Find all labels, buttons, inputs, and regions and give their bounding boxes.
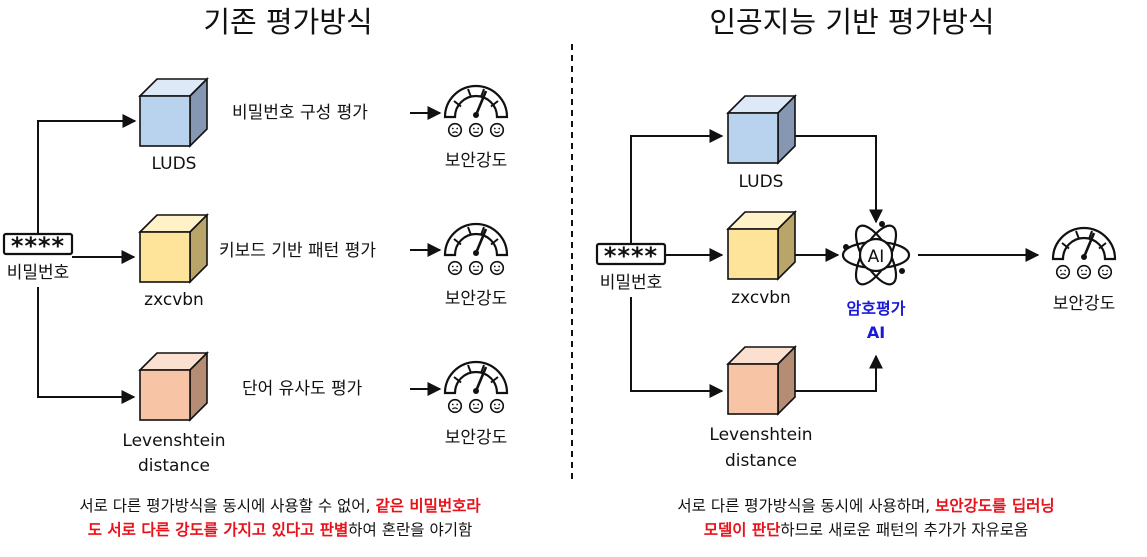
right-caption-line2-plain: 하므로 새로운 패턴의 추가가 자유로움 [780,521,1029,539]
right-caption-line1-highlight: 보안강도를 딥러닝 [935,497,1055,515]
right-method-levenshtein-label-2: distance [725,451,797,471]
left-method-levenshtein-label-1: Levenshtein [122,431,225,451]
left-cube-levenshtein [138,351,209,422]
right-gauge-label: 보안강도 [1053,294,1116,314]
right-cube-luds [726,94,797,165]
left-gauge-icon-3 [443,360,509,414]
right-method-levenshtein-label-1: Levenshtein [709,425,812,445]
left-caption-line1-highlight: 같은 비밀번호라 [375,497,481,515]
left-caption-line2-plain: 하여 혼란을 야기함 [348,521,473,539]
left-gauge-icon-1 [443,84,509,138]
right-title: 인공지능 기반 평가방식 [709,5,994,39]
ai-label-line1: 암호평가 [847,299,906,318]
left-caption-line2-highlight: 도 서로 다른 강도를 가지고 있다고 판별 [87,521,349,539]
right-password-icon: **** [595,242,667,270]
right-password-mask: **** [604,242,658,270]
right-caption-line1-plain: 서로 다른 평가방식을 동시에 사용하며, [677,497,936,515]
left-password-icon: **** [2,232,74,260]
ai-atom-icon [841,221,911,286]
left-password-mask: **** [11,232,65,260]
left-gauge-icon-2 [443,222,509,276]
left-method-zxcvbn-label: zxcvbn [144,290,204,310]
right-password-label: 비밀번호 [600,273,663,293]
left-title: 기존 평가방식 [203,5,372,39]
left-eval-luds: 비밀번호 구성 평가 [232,103,368,123]
left-caption: 서로 다른 평가방식을 동시에 사용할 수 없어, 같은 비밀번호라 도 서로 … [6,494,554,542]
right-caption-line2-highlight: 모델이 판단 [703,521,781,539]
right-method-zxcvbn-label: zxcvbn [731,288,791,308]
left-connectors [37,114,137,404]
left-gauge-label-1: 보안강도 [445,151,508,171]
right-cube-zxcvbn [726,210,797,281]
ai-label-line2: AI [867,323,885,342]
left-method-levenshtein-label-2: distance [138,456,210,476]
left-eval-levenshtein: 단어 유사도 평가 [242,379,363,399]
ai-icon-text: AI [868,247,885,267]
left-eval-arrows [410,106,442,396]
left-method-luds-label: LUDS [152,154,197,174]
left-cube-zxcvbn [138,213,209,284]
left-caption-line1-plain: 서로 다른 평가방식을 동시에 사용할 수 없어, [79,497,376,515]
left-gauge-label-3: 보안강도 [445,428,508,448]
left-eval-zxcvbn: 키보드 기반 패턴 평가 [219,241,376,261]
right-connectors [630,129,1040,398]
right-method-luds-label: LUDS [739,172,784,192]
right-gauge-icon [1051,226,1117,280]
left-cube-luds [138,77,209,148]
left-password-label: 비밀번호 [7,263,70,283]
right-caption: 서로 다른 평가방식을 동시에 사용하며, 보안강도를 딥러닝 모델이 판단하므… [590,494,1142,542]
left-gauge-label-2: 보안강도 [445,289,508,309]
right-cube-levenshtein [726,345,797,416]
